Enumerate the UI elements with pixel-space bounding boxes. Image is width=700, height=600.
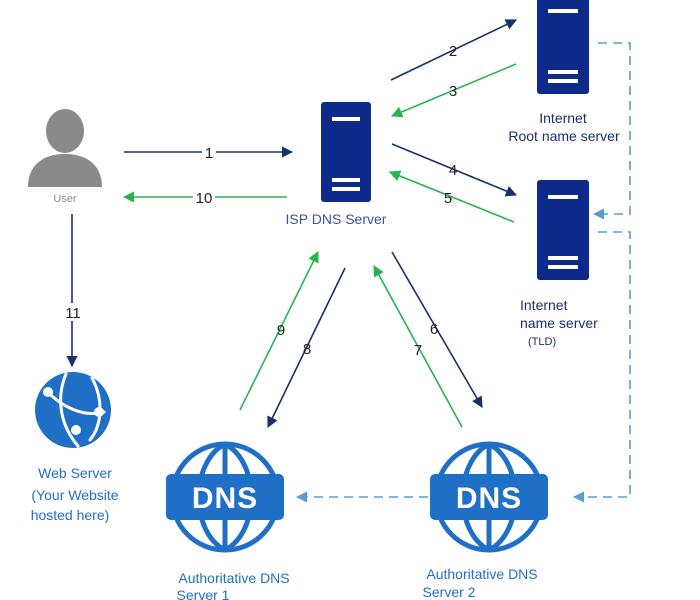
arrow-step-5: [388, 170, 515, 223]
isp-dns-server-node: ISP DNS Server: [286, 102, 387, 227]
step-number-1: 1: [205, 145, 213, 162]
tld-server-label-line1: Internet: [520, 297, 568, 313]
tld-server-label-line2: name server: [520, 315, 598, 331]
arrow-step-8: [267, 267, 346, 429]
auth2-label-line2: Server 2: [423, 584, 476, 600]
auth2-label-line1: Authoritative DNS: [426, 566, 537, 582]
auth1-label-line2: Server 1: [177, 587, 230, 600]
authoritative-dns-server-1-node: DNS Authoritative DNS Server 1: [166, 441, 290, 600]
dashed-tld-to-auth2: [572, 231, 631, 503]
auth1-dns-text: DNS: [192, 482, 258, 515]
dashed-root-to-tld: [592, 42, 631, 220]
arrow-step-7: [373, 265, 463, 428]
user-icon: [28, 109, 102, 187]
root-server-label-line1: Internet: [539, 110, 587, 126]
root-server-label-line2: Root name server: [508, 128, 620, 144]
dns-globe-icon: DNS: [430, 441, 548, 553]
step-number-2: 2: [449, 43, 457, 60]
web-server-node: Web Server (Your Website hosted here): [31, 372, 119, 523]
user-node: User: [28, 109, 102, 205]
step-number-11: 11: [65, 305, 81, 322]
step-number-4: 4: [449, 162, 457, 179]
arrow-step-9: [239, 250, 319, 411]
tld-server-label-line3: (TLD): [528, 336, 556, 348]
step-number-8: 8: [303, 341, 311, 358]
web-server-label-line1: Web Server: [38, 465, 112, 481]
web-server-label-line3: hosted here): [31, 507, 110, 523]
step-numbers: 1 10 2 3 4 5 6 7 8 9 11: [62, 43, 457, 359]
authoritative-dns-server-2-node: DNS Authoritative DNS Server 2: [423, 441, 548, 600]
dashed-connectors: [295, 42, 631, 503]
auth1-label-line1: Authoritative DNS: [178, 570, 289, 586]
step-number-10: 10: [196, 190, 213, 207]
user-label: User: [53, 193, 77, 205]
arrow-step-6: [391, 251, 483, 408]
arrow-step-4: [391, 143, 518, 197]
auth2-dns-text: DNS: [456, 482, 522, 515]
step-number-7: 7: [414, 342, 422, 359]
server-icon: [537, 180, 589, 280]
dns-globe-icon: DNS: [166, 441, 284, 553]
server-icon: [537, 0, 589, 94]
arrow-step-2: [390, 19, 518, 81]
root-name-server-node: Internet Root name server: [508, 0, 620, 144]
server-icon: [321, 102, 371, 202]
step-number-5: 5: [444, 190, 452, 207]
arrow-step-3: [390, 63, 517, 118]
step-number-9: 9: [277, 322, 285, 339]
web-server-label-line2: (Your Website: [31, 487, 118, 503]
step-number-6: 6: [430, 321, 438, 338]
isp-dns-server-label: ISP DNS Server: [286, 211, 387, 227]
step-number-3: 3: [449, 83, 457, 100]
tld-name-server-node: Internet name server (TLD): [520, 180, 598, 348]
globe-network-icon: [35, 372, 111, 448]
